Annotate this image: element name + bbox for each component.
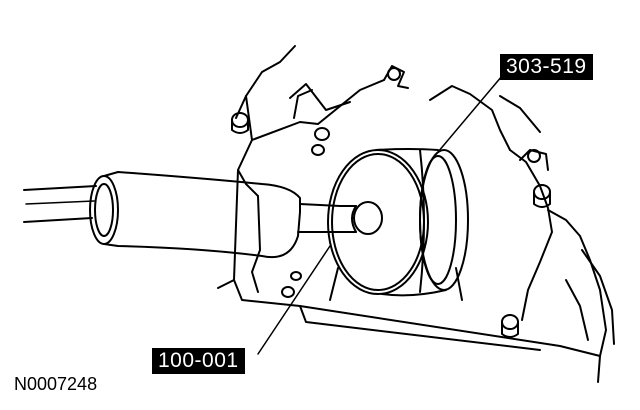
figure-code: N0007248 xyxy=(14,374,98,394)
seal-installer-tool xyxy=(327,148,469,301)
callout-303-519: 303-519 xyxy=(500,54,593,80)
bolt-bosses xyxy=(231,67,551,338)
callout-100-001: 100-001 xyxy=(152,348,245,374)
adapter-nut xyxy=(339,201,383,235)
leader-lines xyxy=(257,75,503,355)
engine-block xyxy=(217,45,615,383)
slide-hammer-tool xyxy=(23,171,341,258)
